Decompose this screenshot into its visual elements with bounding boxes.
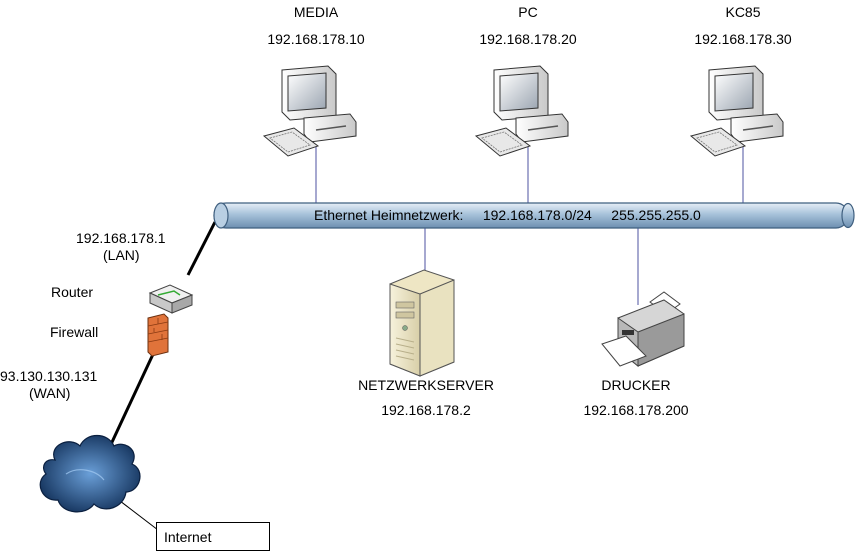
network-bus-label: Ethernet Heimnetzwerk: 192.168.178.0/24 … (314, 207, 701, 223)
router-lan-label: (LAN) (103, 247, 140, 263)
desktop-computer-icon (263, 65, 357, 157)
internet-callout: Internet (156, 522, 270, 551)
device-name: DRUCKER (601, 377, 671, 393)
router-label: Router (51, 284, 94, 300)
internet-label: Internet (164, 529, 212, 545)
router-lan-ip: 192.168.178.1 (76, 230, 166, 246)
device-ip: 192.168.178.10 (267, 31, 365, 47)
firewall-label: Firewall (50, 324, 99, 340)
device-name: NETZWERKSERVER (358, 377, 494, 393)
server-tower-icon (389, 269, 455, 377)
desktop-computer-icon (475, 65, 569, 157)
desktop-computer-icon (690, 65, 784, 157)
device-name: PC (518, 4, 538, 20)
device-name: MEDIA (293, 4, 339, 20)
connector-lines (315, 146, 744, 305)
device-ip: 192.168.178.30 (694, 31, 792, 47)
router-wan-label: (WAN) (29, 385, 71, 401)
printer-icon (601, 291, 685, 368)
router-icon (148, 284, 194, 314)
ethernet-bus (213, 202, 855, 229)
device-name: KC85 (725, 4, 761, 20)
device-ip: 192.168.178.200 (583, 402, 689, 418)
device-ip: 192.168.178.20 (479, 31, 577, 47)
cloud-icon (39, 434, 141, 513)
device-ip: 192.168.178.2 (381, 402, 471, 418)
router-wan-ip: 93.130.130.131 (0, 368, 98, 384)
firewall-icon (147, 313, 169, 357)
